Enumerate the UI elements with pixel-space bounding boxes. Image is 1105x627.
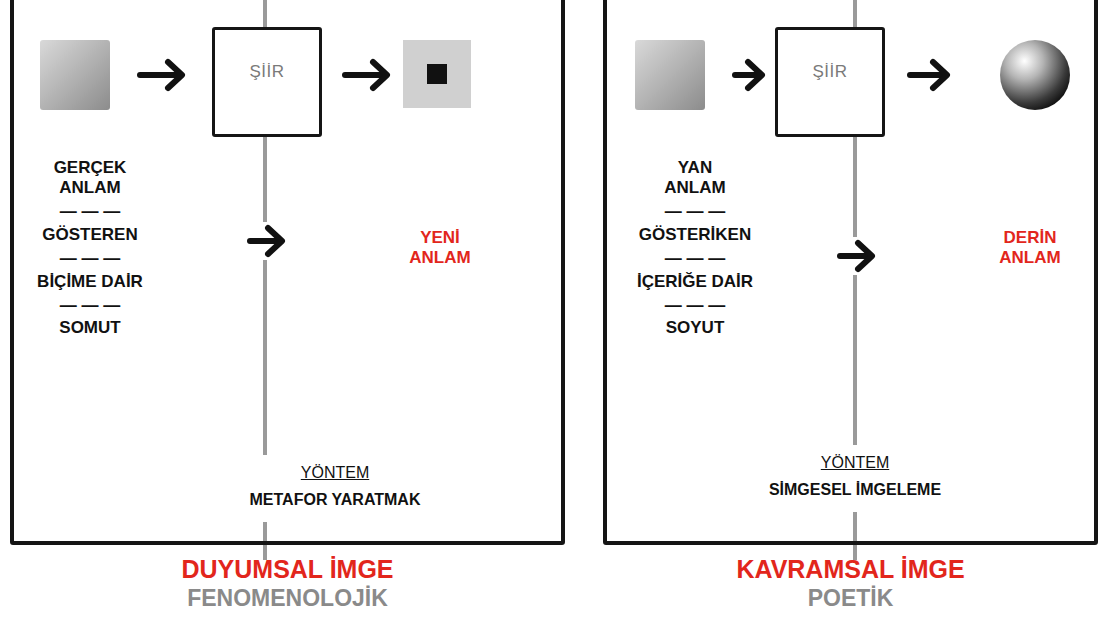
poem-box: ŞİİR xyxy=(775,27,885,137)
axis-line xyxy=(265,0,855,560)
method-name: SİMGESEL İMGELEME xyxy=(766,480,944,500)
panel-subtitle: FENOMENOLOJİK xyxy=(0,585,581,612)
separator: — — — xyxy=(60,249,120,269)
box-label: ŞİİR xyxy=(215,62,319,82)
sphere-icon xyxy=(1000,40,1070,110)
meaning-term: İÇERİĞE DAİR xyxy=(637,272,753,292)
meaning-term: GÖSTERİKEN xyxy=(639,225,751,245)
meaning-term: GÖSTEREN xyxy=(42,225,137,245)
separator: — — — xyxy=(665,296,725,316)
square-icon xyxy=(403,40,471,108)
meaning-term: SOMUT xyxy=(59,318,120,338)
panel-title: DUYUMSAL İMGE xyxy=(0,555,581,584)
box-label: ŞİİR xyxy=(778,62,882,82)
meaning-term: GERÇEK ANLAM xyxy=(45,158,135,198)
meaning-term: SOYUT xyxy=(666,318,725,338)
separator: — — — xyxy=(665,202,725,222)
result-label: YENİ ANLAM xyxy=(400,228,480,268)
poem-box: ŞİİR xyxy=(212,27,322,137)
meaning-term: YAN ANLAM xyxy=(660,158,730,198)
method-heading: YÖNTEM xyxy=(818,453,892,473)
separator: — — — xyxy=(60,296,120,316)
meaning-term: BİÇİME DAİR xyxy=(37,272,143,292)
separator: — — — xyxy=(60,202,120,222)
panel-subtitle: POETİK xyxy=(587,585,1105,612)
method-name: METAFOR YARATMAK xyxy=(247,490,424,510)
separator: — — — xyxy=(665,249,725,269)
panel-title: KAVRAMSAL İMGE xyxy=(587,555,1105,584)
method-heading: YÖNTEM xyxy=(298,463,372,483)
result-label: DERİN ANLAM xyxy=(990,228,1070,268)
